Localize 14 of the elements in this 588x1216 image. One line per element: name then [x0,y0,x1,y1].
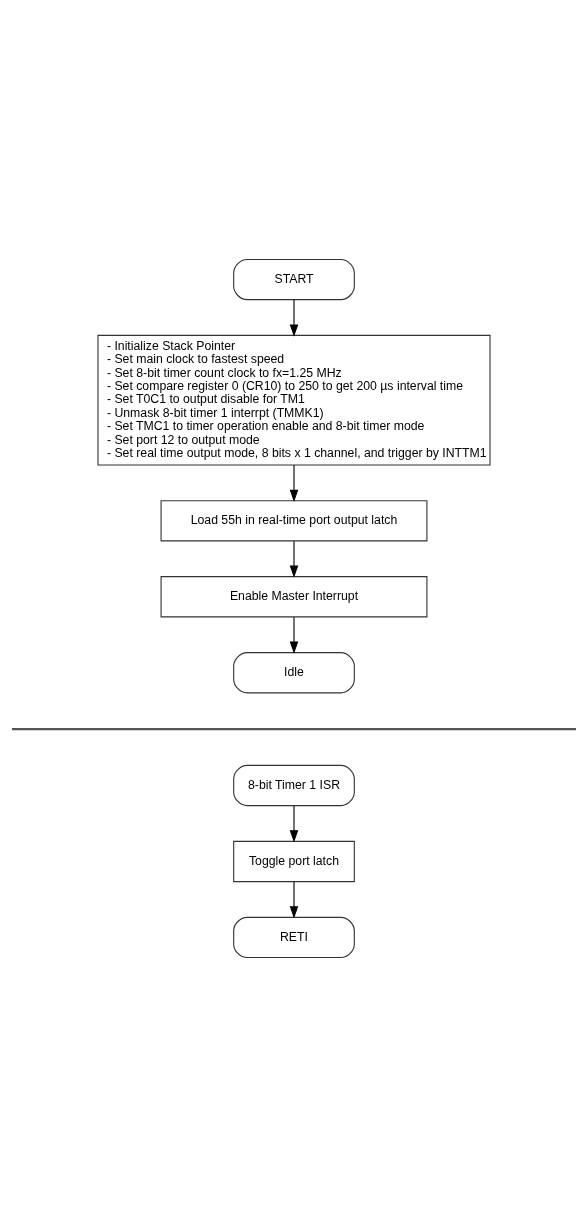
node-box: RETI [233,916,355,958]
arrow [289,298,299,337]
node-box: - Initialize Stack Pointer - Set main clock to fastest speed - Set 8-bit timer count clock to fx=1.25 MHz - Set compare register 0 (CR10) to 250 to get 200 µs interval time - Set T0C1 to output disable for TM1 - Unmask 8-bit timer 1 interrpt (TMMK1) - Set TMC1 to timer operation enable and 8-bit timer mode - Set port 12 to output mode - Set real time output mode, 8 bits x 1 channel, and trigger by INTTM1 [97,334,491,466]
node-box: Enable Master Interrupt [160,575,428,617]
node-box: 8-bit Timer 1 ISR [233,764,355,806]
arrow [289,880,299,918]
arrow [289,463,299,502]
node-box: Toggle port latch [233,840,355,882]
node-box: Load 55h in real-time port output latch [160,499,428,541]
node-box: Idle [233,651,355,693]
arrow [289,616,299,654]
arrow [289,540,299,578]
node-box: START [233,258,355,300]
arrow [289,804,299,843]
